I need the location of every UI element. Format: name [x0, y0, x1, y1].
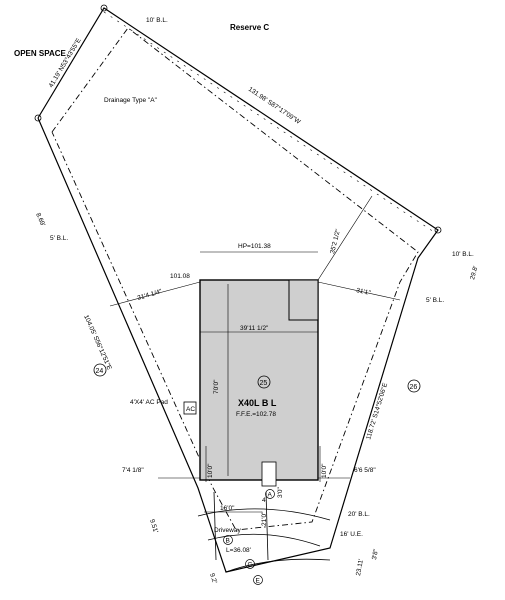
corner-marker — [100, 4, 108, 12]
bl-bottom-label: 20' B.L. — [348, 511, 370, 518]
bl-right-label: 10' B.L. — [452, 251, 474, 258]
driveway-curve — [197, 508, 331, 521]
bearing-right-short: 29.8' — [469, 265, 479, 280]
dim-house-width-text: 39'11 1/2" — [240, 325, 269, 332]
lot-circle — [257, 375, 271, 389]
circle-b: B — [226, 538, 230, 545]
dim-drive-len-text: 21'0" — [261, 511, 268, 526]
open-space-label: OPEN SPACE — [14, 49, 67, 58]
lot-circle-right — [407, 379, 421, 393]
ue-label: 16' U.E. — [340, 531, 363, 538]
building-setback-line — [51, 27, 419, 531]
bearing-left2: 104.05' S56°12'51"E — [82, 314, 114, 372]
dim-setback-top — [317, 195, 373, 281]
lot-number: 25 — [260, 380, 268, 387]
dim-setback-left-text: 31'4 1/4" — [137, 288, 164, 302]
circle-b-marker — [223, 535, 233, 545]
dim-front-right-text: 10'0" — [321, 463, 328, 478]
house-model: X40L B L — [238, 398, 277, 408]
bl-right2-label: 5' B.L. — [426, 297, 444, 304]
dim-walk-text: 3'0" — [277, 487, 284, 498]
circle-e: E — [256, 578, 261, 585]
dim-setback-left — [109, 281, 201, 307]
dim-side-right-text: 6'6 5/8" — [354, 467, 376, 474]
circle-e-marker — [253, 575, 263, 585]
dim-walk2-text: 4' — [262, 497, 267, 504]
circle-a-marker — [265, 489, 275, 499]
dim-house-depth-text: 70'0" — [213, 379, 220, 394]
driveway-curve — [207, 533, 321, 547]
bearing-top: 131.98' S87°17'09"W — [247, 85, 303, 126]
ac-pad-label: 4'X4' AC Pad — [130, 399, 168, 406]
driveway-edge — [265, 491, 269, 561]
dim-setback-right-text: 31'1" — [356, 287, 372, 297]
property-boundary — [37, 7, 439, 573]
lot-left-number: 24 — [96, 368, 104, 375]
dim-drive-width-text: 16'0" — [220, 505, 235, 512]
garage-block — [288, 279, 319, 321]
corner-marker — [434, 226, 442, 234]
bl-left-label: 5' B.L. — [50, 235, 68, 242]
driveway-edge — [213, 491, 217, 561]
dim-setback-top-text: 35'2 1/2" — [329, 228, 342, 255]
bearing-bottom-left: 9.51' — [148, 518, 159, 533]
bearing-top-left: 41.19' N53°43'55"E — [47, 36, 83, 89]
driveway-length: L=36.08' — [226, 547, 251, 554]
bearing-left: 8.69' — [34, 212, 46, 228]
dim-front-left-text: 10'0" — [207, 463, 214, 478]
dim-garage-right-text: 3'8" — [371, 548, 380, 561]
circle-a: A — [268, 492, 273, 499]
ffe-label: F.F.E.=102.78 — [236, 411, 276, 418]
corner-marker — [34, 114, 42, 122]
street-curve — [225, 558, 331, 573]
lot-right-number: 26 — [410, 384, 418, 391]
circle-c-marker — [245, 559, 255, 569]
bearing-bottom-right: 23.11' — [355, 558, 365, 576]
circle-c: C — [248, 562, 253, 569]
bearing-right: 118.72' S14°52'06"E — [364, 381, 389, 440]
bearing-bottom-left2: 9.2' — [208, 572, 218, 584]
dim-setback-right — [317, 281, 401, 301]
hp-label: HP=101.38 — [238, 243, 271, 250]
fence-line — [103, 11, 435, 233]
porch-block — [261, 461, 277, 487]
reserve-label: Reserve C — [230, 23, 269, 32]
drainage-label: Drainage Type "A" — [104, 97, 158, 104]
bl-top-label: 10' B.L. — [146, 17, 168, 24]
lot-circle-left — [93, 363, 107, 377]
dim-side-left-text: 7'4 1/8" — [122, 467, 144, 474]
driveway-label: Driveway — [214, 527, 241, 534]
ac-label: AC — [186, 406, 195, 413]
elev-corner-label: 101.08 — [170, 273, 190, 280]
ac-pad — [183, 401, 197, 415]
